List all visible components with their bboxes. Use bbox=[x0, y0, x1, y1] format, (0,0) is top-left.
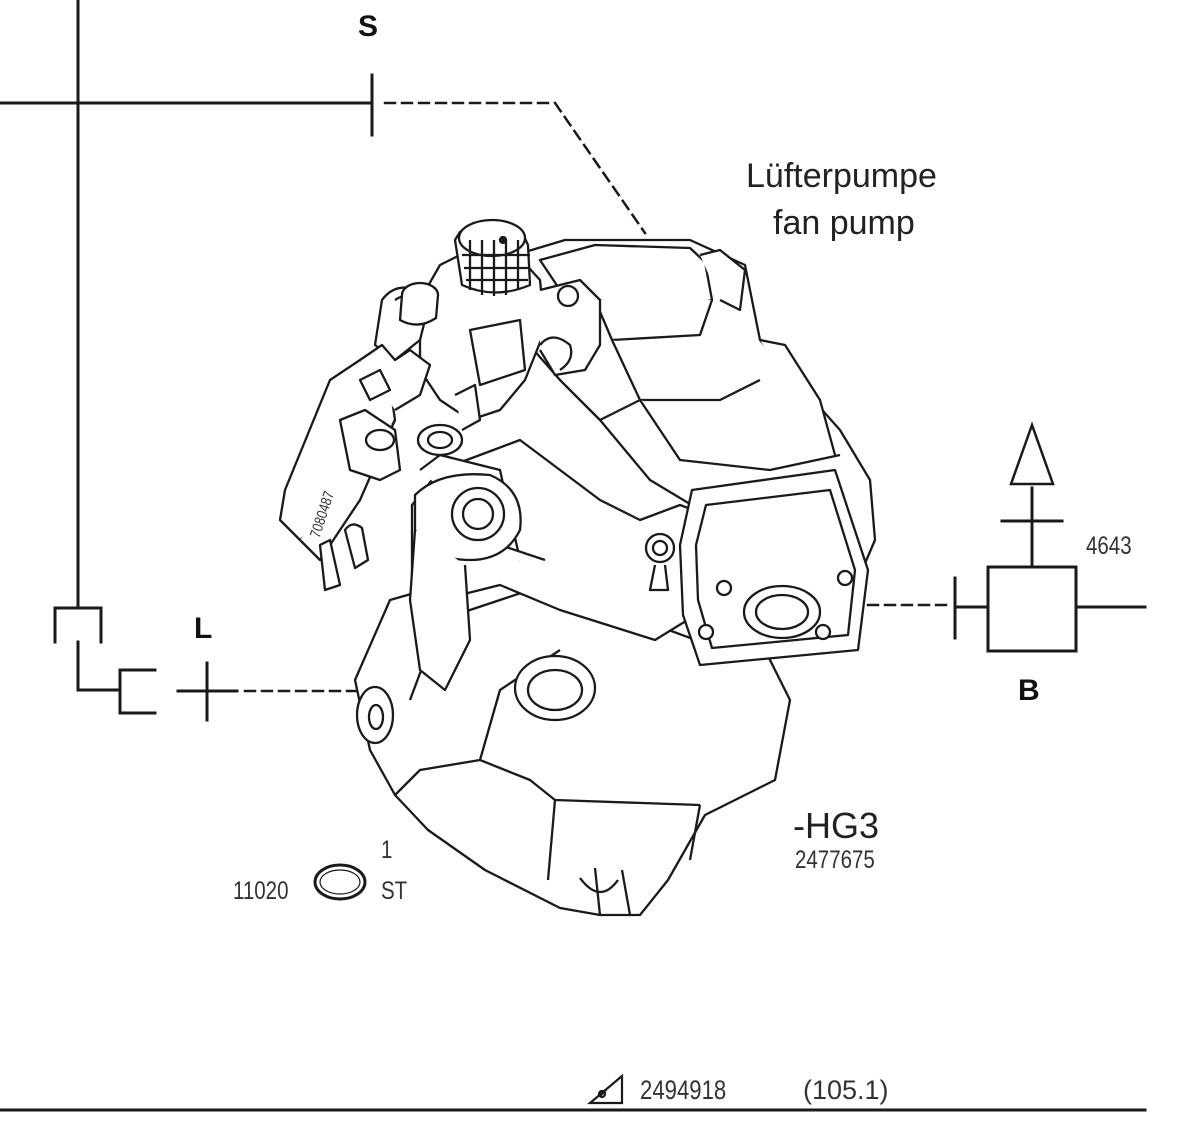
suction-line-s bbox=[0, 0, 647, 592]
footer-page-reference: (105.1) bbox=[803, 1075, 889, 1105]
seal-unit: ST bbox=[381, 877, 408, 905]
component-name-en: fan pump bbox=[773, 204, 915, 242]
pressure-line-b bbox=[798, 421, 1147, 653]
port-label-l: L bbox=[194, 612, 213, 645]
footer-reference-number: 2494918 bbox=[640, 1075, 727, 1105]
outlet-part-number: 4643 bbox=[1086, 532, 1132, 560]
component-designation: -HG3 bbox=[793, 805, 880, 846]
reference-arrow-icon bbox=[586, 1073, 624, 1105]
port-label-b: B bbox=[1018, 674, 1040, 707]
seal-quantity: 1 bbox=[381, 836, 393, 864]
fan-pump-drawing bbox=[278, 218, 877, 917]
seal-part-number: 11020 bbox=[233, 877, 289, 905]
component-name-de: Lüfterpumpe bbox=[746, 157, 937, 195]
o-ring-seal bbox=[313, 863, 367, 901]
port-label-s: S bbox=[358, 10, 379, 43]
component-part-number: 2477675 bbox=[795, 846, 875, 874]
